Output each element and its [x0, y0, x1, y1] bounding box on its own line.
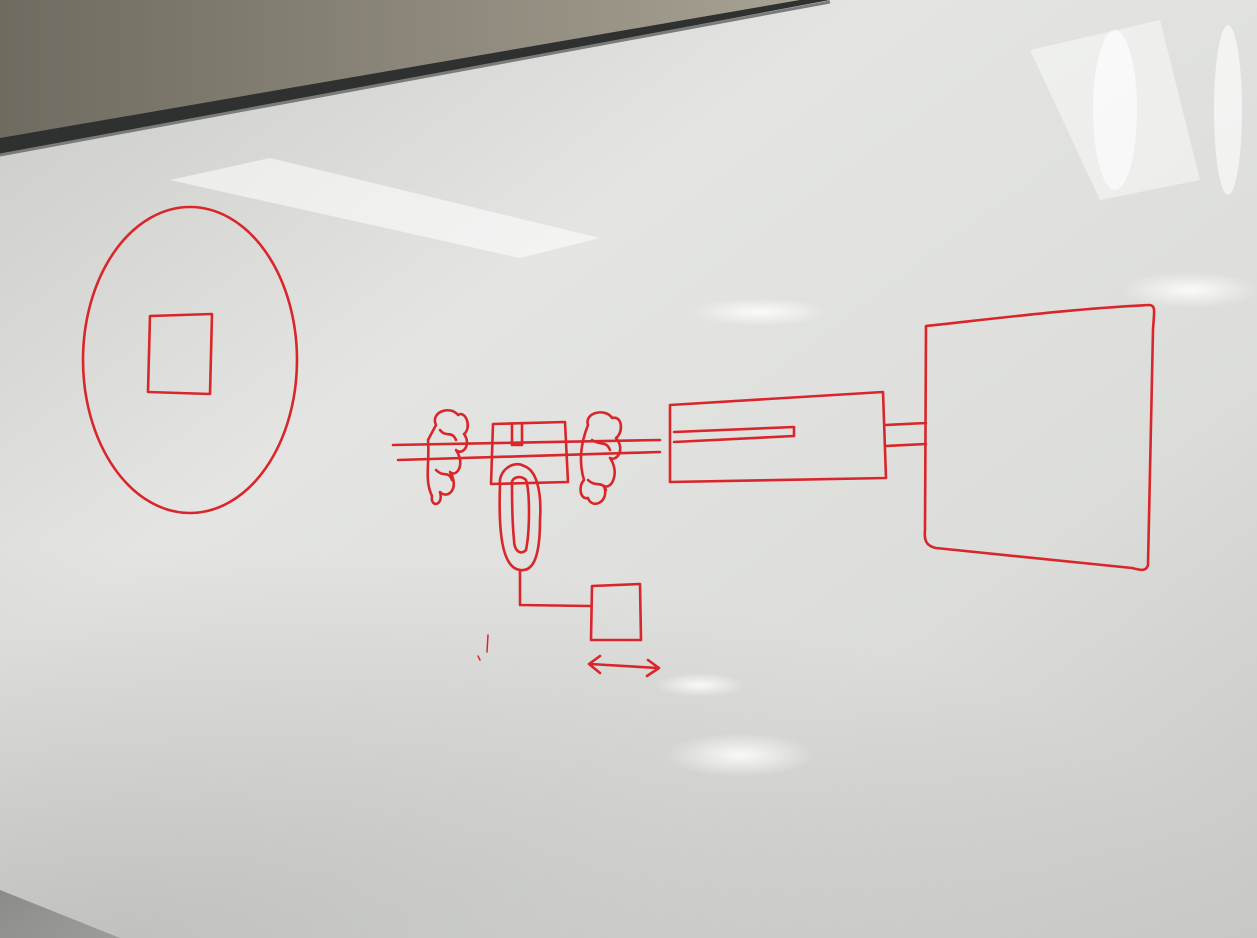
left-bearing-detail: [434, 428, 458, 482]
light-reflections: [170, 20, 1257, 777]
shaft-line-lower: [396, 450, 662, 462]
loop-connector: [518, 568, 592, 608]
board-shading: [0, 500, 1257, 938]
left-bearing-scribble: [426, 409, 470, 506]
right-bearing-scribble: [579, 411, 623, 505]
center-block-slot: [510, 421, 524, 447]
stray-marks: [477, 634, 489, 661]
frame-highlight: [0, 0, 831, 157]
center-block: [489, 420, 570, 486]
u-loop-inner: [510, 475, 531, 554]
long-rectangle-with-slot: [668, 390, 888, 484]
sketch: [81, 205, 1156, 678]
double-headed-arrow: [588, 662, 660, 670]
connector-stub: [884, 421, 928, 448]
right-bearing-detail: [586, 438, 612, 492]
u-shaped-loop: [498, 463, 542, 572]
large-square: [923, 303, 1156, 572]
rectangle-slot: [672, 425, 796, 444]
wheel-circle: [81, 205, 299, 515]
small-square: [589, 582, 643, 642]
wheel-hub-square: [146, 312, 214, 396]
arrow-head-right: [645, 658, 661, 678]
shaft-line: [391, 438, 662, 447]
arrow-head-left: [587, 654, 602, 675]
